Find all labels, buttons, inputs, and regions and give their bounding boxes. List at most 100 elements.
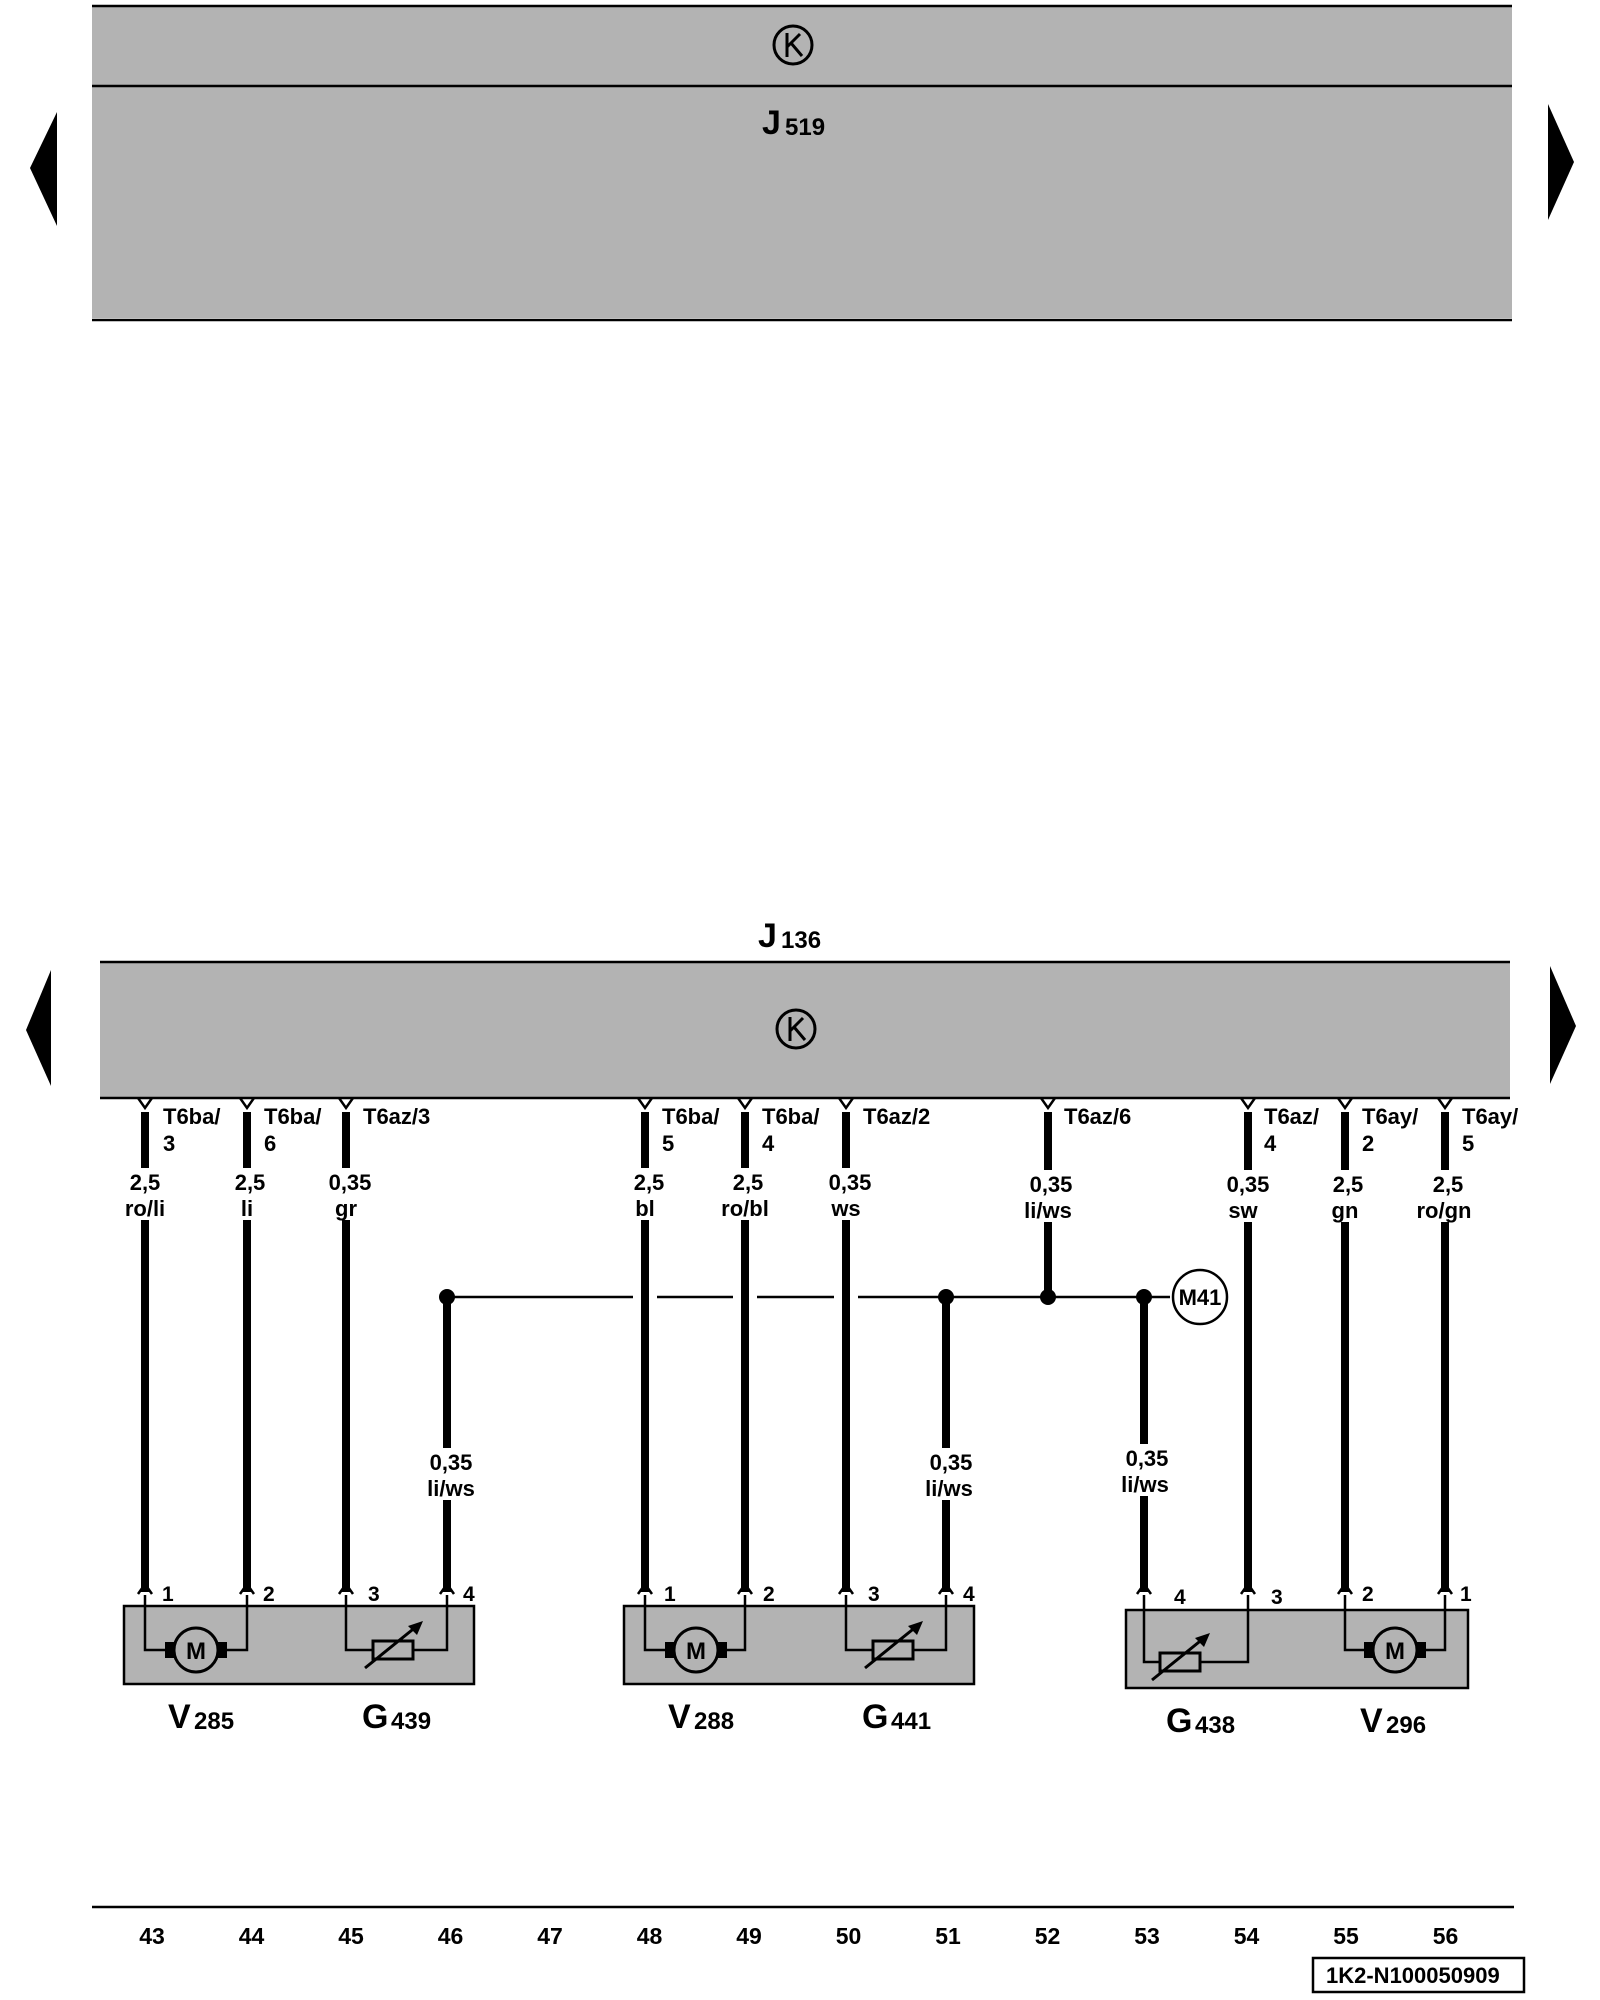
connector-pin-icon (238, 1096, 256, 1110)
junction-point (439, 1289, 455, 1305)
wire-size: 0,35 (829, 1170, 872, 1195)
component-letter: V (168, 1698, 191, 1736)
connector-labels: T6ba/ 3 T6ba/ 6 T6az/3 T6ba/ 5 T6ba/ 4 T… (163, 1104, 1518, 1156)
pin-number: 1 (1460, 1583, 1472, 1606)
wire-color: ro/bl (721, 1196, 769, 1221)
connector-label: T6ay/ (1362, 1104, 1418, 1129)
wire-size: 2,5 (634, 1170, 665, 1195)
wire-size: 0,35 (1030, 1172, 1073, 1197)
reference-code: 1K2-N100050909 (1326, 1963, 1500, 1988)
column-number: 52 (1035, 1923, 1061, 1949)
component-pin-arrows (136, 1582, 1454, 1596)
wire-size: 2,5 (1433, 1172, 1464, 1197)
connector-label: 6 (264, 1131, 276, 1156)
connector-label: T6ba/ (264, 1104, 321, 1129)
pin-number: 1 (664, 1583, 676, 1606)
column-number: 45 (338, 1923, 364, 1949)
pin-number: 1 (162, 1583, 174, 1606)
pin-number: 2 (763, 1583, 775, 1606)
column-number: 56 (1433, 1923, 1459, 1949)
column-number: 49 (736, 1923, 762, 1949)
connector-label: T6az/2 (863, 1104, 930, 1129)
wire-color: ro/li (125, 1196, 165, 1221)
connector-pin-icon (636, 1096, 654, 1110)
wire-color: gn (1332, 1198, 1359, 1223)
connector-label: T6az/6 (1064, 1104, 1131, 1129)
component-labels: V 285 G 439 V 288 G 441 G 438 V 296 (168, 1698, 1426, 1740)
control-unit-j136: J 136 (100, 917, 1510, 1100)
wire-color: ws (830, 1196, 860, 1221)
connector-pin-icon (1239, 1096, 1257, 1110)
component-number: 438 (1195, 1712, 1235, 1739)
connector-label: 5 (662, 1131, 674, 1156)
wire-color: li/ws (427, 1476, 475, 1501)
column-number: 46 (438, 1923, 464, 1949)
j136-letter: J (758, 917, 777, 955)
connector-label: T6ba/ (163, 1104, 220, 1129)
connector-label: T6ay/ (1462, 1104, 1518, 1129)
connector-label: 2 (1362, 1131, 1374, 1156)
ground-point-icon (1171, 1268, 1229, 1326)
junction-point (1136, 1289, 1152, 1305)
junction-point (938, 1289, 954, 1305)
connector-label: 4 (762, 1131, 775, 1156)
wire-labels: 2,5 ro/li 2,5 li 0,35 gr 0,35 li/ws 2,5 … (112, 1168, 1484, 1501)
j136-number: 136 (781, 927, 821, 954)
connector-label: T6az/3 (363, 1104, 430, 1129)
wire-size: 2,5 (1333, 1172, 1364, 1197)
component-number: 439 (391, 1708, 431, 1735)
triangle-left-icon[interactable] (26, 970, 51, 1086)
wire-color: li/ws (1024, 1198, 1072, 1223)
component-number: 296 (1386, 1712, 1426, 1739)
component-box-2 (622, 1595, 976, 1686)
component-number: 285 (194, 1708, 234, 1735)
pin-numbers: 1 2 3 4 1 2 3 4 4 3 2 1 (162, 1583, 1472, 1609)
component-letter: G (862, 1698, 888, 1736)
ground-bus: M41 (439, 1268, 1229, 1326)
wire-color: gr (335, 1196, 357, 1221)
column-number: 55 (1333, 1923, 1359, 1949)
connector-label: 5 (1462, 1131, 1474, 1156)
pin-number: 3 (868, 1583, 880, 1606)
reference-box: 1K2-N100050909 (1311, 1956, 1526, 1994)
component-number: 288 (694, 1708, 734, 1735)
column-number: 43 (139, 1923, 165, 1949)
pin-number: 4 (963, 1583, 975, 1606)
wire-color: bl (635, 1196, 655, 1221)
connector-pin-icon (1436, 1096, 1454, 1110)
component-number: 441 (891, 1708, 931, 1735)
wire-color: sw (1228, 1198, 1258, 1223)
column-number: 44 (239, 1923, 265, 1949)
wire-size: 2,5 (130, 1170, 161, 1195)
column-number: 47 (537, 1923, 563, 1949)
column-number: 53 (1134, 1923, 1160, 1949)
component-letter: G (1166, 1702, 1192, 1740)
connector-label: T6az/ (1264, 1104, 1319, 1129)
wire-size: 0,35 (430, 1450, 473, 1475)
connector-pin-icon (736, 1096, 754, 1110)
column-number: 50 (836, 1923, 862, 1949)
wire-size: 0,35 (1227, 1172, 1270, 1197)
column-number: 54 (1234, 1923, 1260, 1949)
pin-number: 2 (1362, 1583, 1374, 1606)
triangle-right-icon[interactable] (1548, 104, 1574, 220)
component-box-3 (1124, 1595, 1470, 1690)
wire-size: 2,5 (733, 1170, 764, 1195)
j519-letter: J (762, 104, 781, 142)
triangle-right-icon[interactable] (1550, 966, 1576, 1084)
control-unit-j519: J 519 (92, 4, 1512, 322)
connector-label: 4 (1264, 1131, 1277, 1156)
wire-color: ro/gn (1417, 1198, 1472, 1223)
pin-number: 4 (1174, 1586, 1186, 1609)
connector-pin-icon (1336, 1096, 1354, 1110)
wire-color: li/ws (1121, 1472, 1169, 1497)
pin-number: 4 (463, 1583, 475, 1606)
connector-pin-icon (1039, 1096, 1057, 1110)
wire-color: li (241, 1196, 253, 1221)
column-number: 48 (637, 1923, 663, 1949)
triangle-left-icon[interactable] (30, 112, 57, 226)
pin-number: 3 (1271, 1586, 1283, 1609)
connector-label: T6ba/ (762, 1104, 819, 1129)
